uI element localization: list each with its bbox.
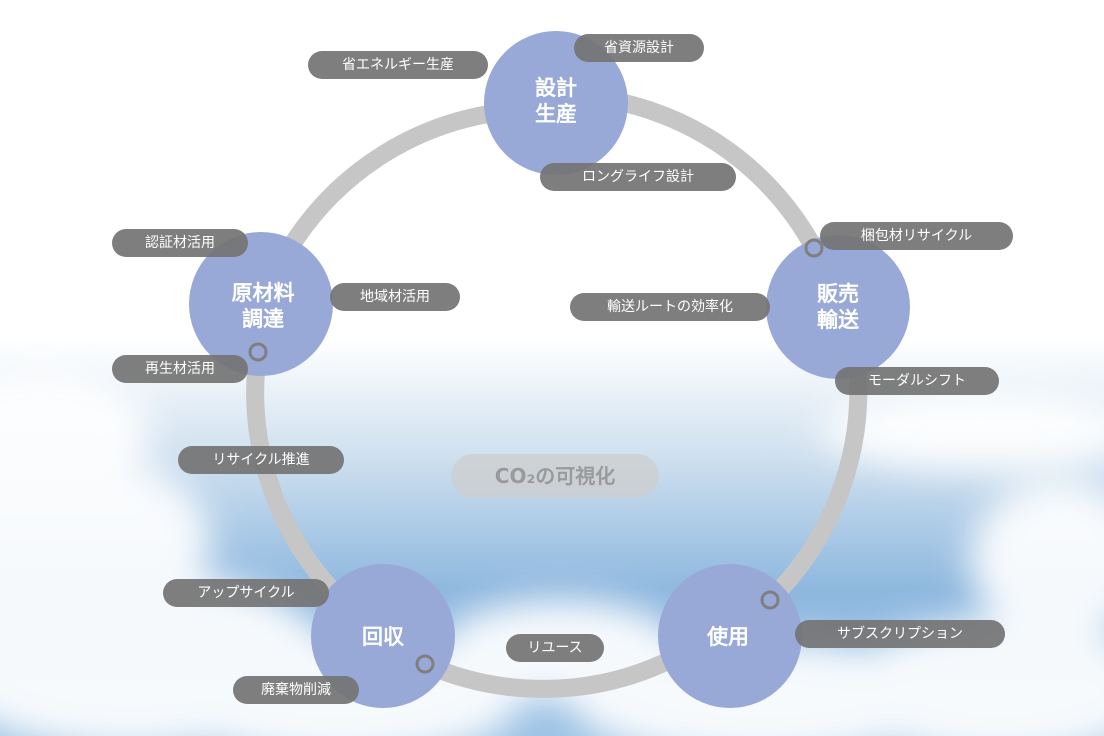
connector-dot xyxy=(415,654,435,674)
tag-reuse: リユース xyxy=(506,634,604,662)
tag-transport-route-efficiency: 輸送ルートの効率化 xyxy=(570,293,770,321)
tag-packaging-recycle: 梱包材リサイクル xyxy=(820,222,1013,250)
stage-label-use: 使用 xyxy=(707,625,749,649)
tag-resource-saving-design: 省資源設計 xyxy=(574,34,704,62)
connector-dot xyxy=(760,590,780,610)
stage-circles xyxy=(189,31,910,708)
stage-label-design: 設計 生産 xyxy=(535,76,577,126)
tag-certified-material-use: 認証材活用 xyxy=(112,229,248,257)
ring-segment-material-design xyxy=(286,103,511,249)
tag-modal-shift: モーダルシフト xyxy=(835,367,999,395)
connector-dots xyxy=(248,238,824,674)
tag-recycle-promotion: リサイクル推進 xyxy=(178,446,344,474)
co2-visualization-label: CO₂の可視化 xyxy=(451,454,659,498)
tag-waste-reduction: 廃棄物削減 xyxy=(233,676,359,704)
tag-long-life-design: ロングライフ設計 xyxy=(540,163,736,191)
ring-segment-sales-use xyxy=(761,367,868,609)
stage-label-material: 原材料 調達 xyxy=(231,281,295,331)
tag-local-material-use: 地域材活用 xyxy=(330,283,460,311)
ring-segment-use-collect xyxy=(416,651,679,698)
tag-energy-saving-production: 省エネルギー生産 xyxy=(308,51,488,79)
stage-label-sales: 販売 輸送 xyxy=(817,282,859,332)
stage-circle-design xyxy=(484,31,628,175)
connector-dot xyxy=(804,238,824,258)
stage-circle-material xyxy=(189,232,333,376)
tag-subscription: サブスクリプション xyxy=(795,620,1005,648)
tag-upcycle: アップサイクル xyxy=(163,579,329,607)
ring-segment-collect-material xyxy=(246,343,341,599)
tag-recycled-material-use: 再生材活用 xyxy=(112,355,248,383)
stage-label-collect: 回収 xyxy=(362,625,404,649)
stage-circle-sales xyxy=(766,235,910,379)
connector-dot xyxy=(248,342,268,362)
stage-circle-collect xyxy=(311,564,455,708)
